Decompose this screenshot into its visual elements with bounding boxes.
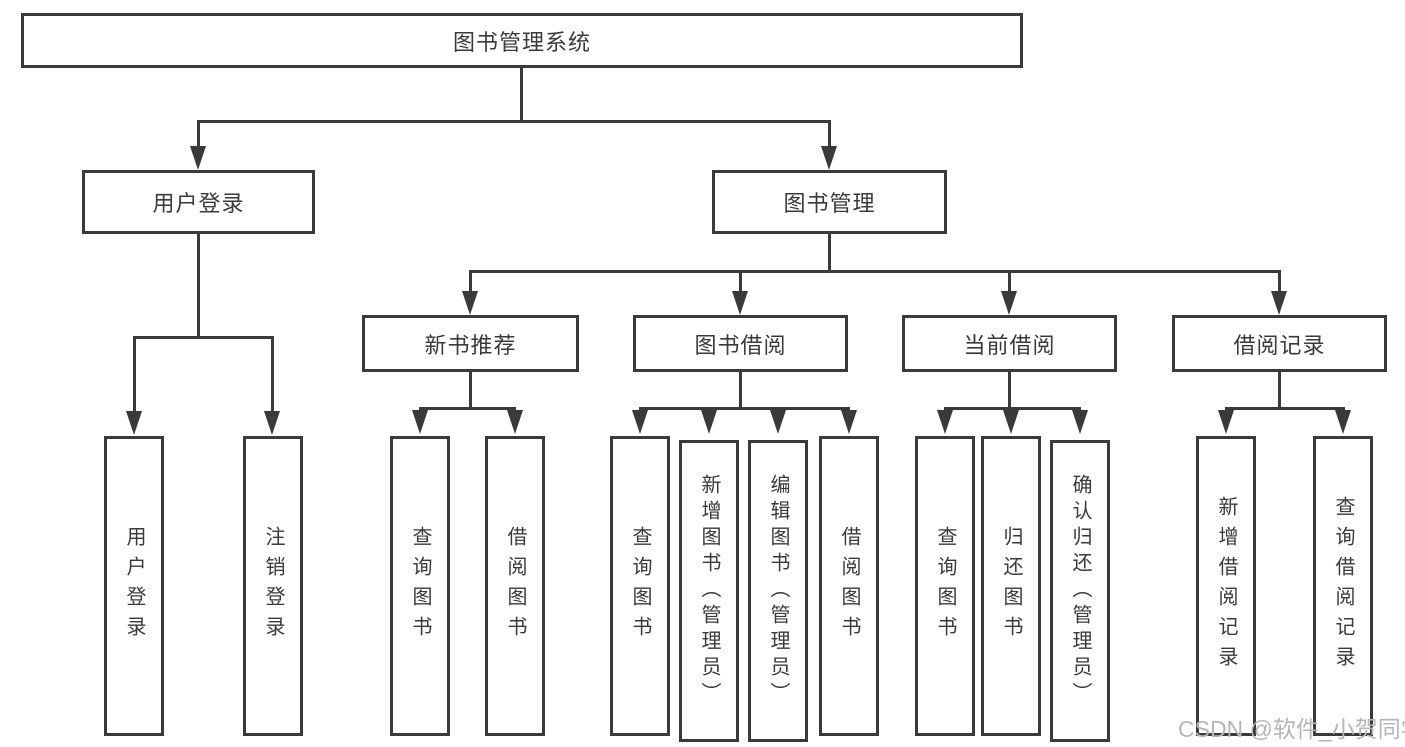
leaf-return-books: 归还图书	[981, 436, 1041, 736]
leaf-query-books-2: 查询图书	[610, 436, 670, 736]
connector-line	[828, 120, 831, 148]
arrowhead-icon	[937, 410, 953, 434]
connector-line	[271, 336, 274, 412]
arrowhead-icon	[190, 146, 206, 170]
arrowhead-icon	[732, 291, 748, 315]
connector-line	[1008, 372, 1011, 407]
node-borrow-records: 借阅记录	[1172, 315, 1387, 372]
arrowhead-icon	[126, 411, 142, 435]
leaf-query-books-2-label: 查询图书	[629, 526, 651, 646]
leaf-edit-books-admin-label: 编辑图书（管理员）	[767, 474, 789, 708]
leaf-confirm-return-admin: 确认归还（管理员）	[1050, 440, 1110, 742]
node-book-borrow-label: 图书借阅	[694, 332, 787, 358]
node-book-borrow: 图书借阅	[633, 315, 848, 372]
arrowhead-icon	[632, 410, 648, 434]
leaf-add-books-admin: 新增图书（管理员）	[679, 440, 739, 742]
arrowhead-icon	[1001, 291, 1017, 315]
arrowhead-icon	[841, 410, 857, 434]
connector-line	[1278, 270, 1281, 292]
arrowhead-icon	[701, 410, 717, 434]
connector-line	[1225, 407, 1345, 410]
connector-line	[197, 120, 200, 148]
node-new-book-recommend-label: 新书推荐	[424, 332, 517, 358]
leaf-borrow-books-2-label: 借阅图书	[838, 526, 860, 646]
leaf-query-borrow-record: 查询借阅记录	[1313, 436, 1373, 736]
leaf-borrow-books-1: 借阅图书	[485, 436, 545, 736]
leaf-confirm-return-admin-label: 确认归还（管理员）	[1069, 474, 1091, 708]
connector-line	[739, 372, 742, 407]
leaf-query-books-3-label: 查询图书	[934, 526, 956, 646]
node-borrow-records-label: 借阅记录	[1233, 332, 1326, 358]
arrowhead-icon	[1218, 410, 1234, 434]
leaf-user-login-label: 用户登录	[123, 526, 145, 646]
node-user-login-label: 用户登录	[152, 191, 245, 216]
csdn-watermark: CSDN @软件_小贺同学	[1178, 716, 1405, 742]
node-user-login: 用户登录	[82, 170, 315, 234]
connector-line	[133, 336, 136, 412]
node-new-book-recommend: 新书推荐	[362, 315, 579, 372]
connector-line	[1008, 270, 1011, 292]
connector-line	[198, 120, 831, 123]
leaf-borrow-books-2: 借阅图书	[819, 436, 879, 736]
leaf-query-books-1: 查询图书	[390, 436, 450, 736]
leaf-logout-label: 注销登录	[262, 526, 284, 646]
connector-line	[520, 68, 523, 120]
leaf-add-borrow-record-label: 新增借阅记录	[1215, 496, 1237, 676]
node-book-management: 图书管理	[712, 170, 947, 234]
arrowhead-icon	[770, 410, 786, 434]
leaf-edit-books-admin: 编辑图书（管理员）	[748, 440, 808, 742]
leaf-add-borrow-record: 新增借阅记录	[1196, 436, 1256, 736]
connector-line	[469, 270, 1281, 273]
arrowhead-icon	[1072, 410, 1088, 434]
leaf-user-login: 用户登录	[104, 436, 164, 736]
connector-line	[944, 407, 1081, 410]
leaf-query-books-3: 查询图书	[915, 436, 975, 736]
node-current-borrow-label: 当前借阅	[963, 332, 1056, 358]
arrowhead-icon	[264, 411, 280, 435]
connector-line	[639, 407, 850, 410]
arrowhead-icon	[1003, 410, 1019, 434]
leaf-logout: 注销登录	[243, 436, 303, 736]
arrowhead-icon	[1335, 410, 1351, 434]
leaf-query-books-1-label: 查询图书	[409, 526, 431, 646]
node-library-system-label: 图书管理系统	[452, 29, 591, 55]
connector-line	[197, 234, 200, 336]
connector-line	[1278, 372, 1281, 407]
leaf-return-books-label: 归还图书	[1000, 526, 1022, 646]
leaf-add-books-admin-label: 新增图书（管理员）	[698, 474, 720, 708]
arrowhead-icon	[1271, 291, 1287, 315]
connector-line	[419, 407, 516, 410]
node-book-management-label: 图书管理	[783, 191, 876, 216]
arrowhead-icon	[821, 146, 837, 170]
node-library-system: 图书管理系统	[21, 13, 1023, 68]
arrowhead-icon	[412, 410, 428, 434]
connector-line	[469, 270, 472, 292]
arrowhead-icon	[507, 410, 523, 434]
connector-line	[469, 372, 472, 407]
connector-line	[133, 336, 274, 339]
arrowhead-icon	[462, 291, 478, 315]
node-current-borrow: 当前借阅	[902, 315, 1117, 372]
connector-line	[828, 234, 831, 270]
connector-line	[739, 270, 742, 292]
leaf-borrow-books-1-label: 借阅图书	[504, 526, 526, 646]
leaf-query-borrow-record-label: 查询借阅记录	[1332, 496, 1354, 676]
